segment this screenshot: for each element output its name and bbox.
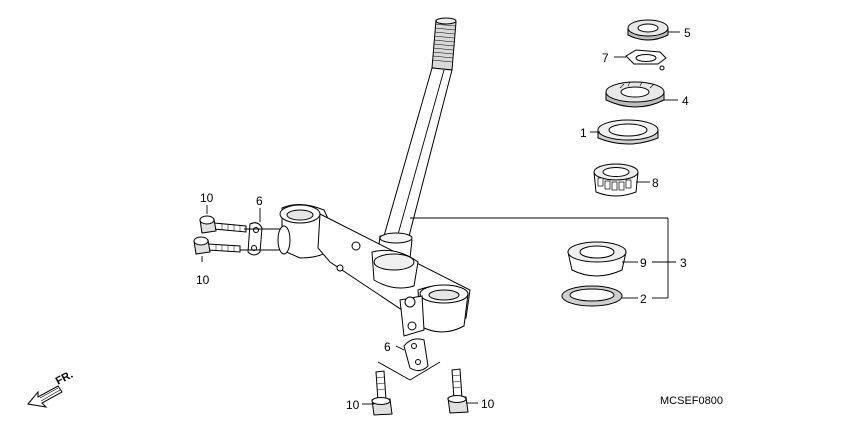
front-direction-label: FR. bbox=[54, 369, 75, 388]
callout-6-lower: 6 bbox=[384, 340, 391, 354]
lower-bearing bbox=[567, 241, 627, 277]
upper-bearing bbox=[593, 163, 639, 197]
callout-4: 4 bbox=[682, 94, 689, 108]
callout-10-upper-left: 10 bbox=[200, 191, 214, 205]
callout-5: 5 bbox=[684, 26, 691, 40]
callout-labels: 5 7 4 1 8 9 3 2 6 6 10 10 10 10 bbox=[196, 26, 691, 412]
leader-lines bbox=[201, 31, 680, 405]
bolt-lower-left bbox=[193, 236, 241, 255]
lock-washer bbox=[625, 49, 667, 71]
callout-3: 3 bbox=[680, 256, 687, 270]
callout-7: 7 bbox=[602, 51, 609, 65]
callout-2: 2 bbox=[640, 292, 647, 306]
bolt-bottom-left bbox=[371, 370, 393, 416]
callout-9: 9 bbox=[640, 256, 647, 270]
callout-1: 1 bbox=[580, 126, 587, 140]
lower-dust-seal bbox=[561, 285, 623, 307]
diagram-code: MCSEF0800 bbox=[660, 395, 723, 407]
adjusting-nut bbox=[605, 81, 665, 108]
steering-stem bbox=[377, 17, 457, 259]
bolt-bottom-right bbox=[447, 368, 469, 414]
front-direction-arrow-icon bbox=[27, 385, 63, 408]
callout-10-bottom-left: 10 bbox=[346, 398, 360, 412]
callout-6-upper: 6 bbox=[256, 194, 263, 208]
dust-seal bbox=[597, 119, 659, 145]
lower-bracket bbox=[277, 204, 471, 337]
callout-10-bottom-right: 10 bbox=[481, 397, 495, 411]
callout-10-lower-left: 10 bbox=[196, 273, 210, 287]
lock-nut bbox=[627, 19, 669, 41]
lock-plate-lower bbox=[403, 338, 429, 372]
callout-8: 8 bbox=[652, 176, 659, 190]
bolt-upper-left bbox=[199, 215, 247, 234]
